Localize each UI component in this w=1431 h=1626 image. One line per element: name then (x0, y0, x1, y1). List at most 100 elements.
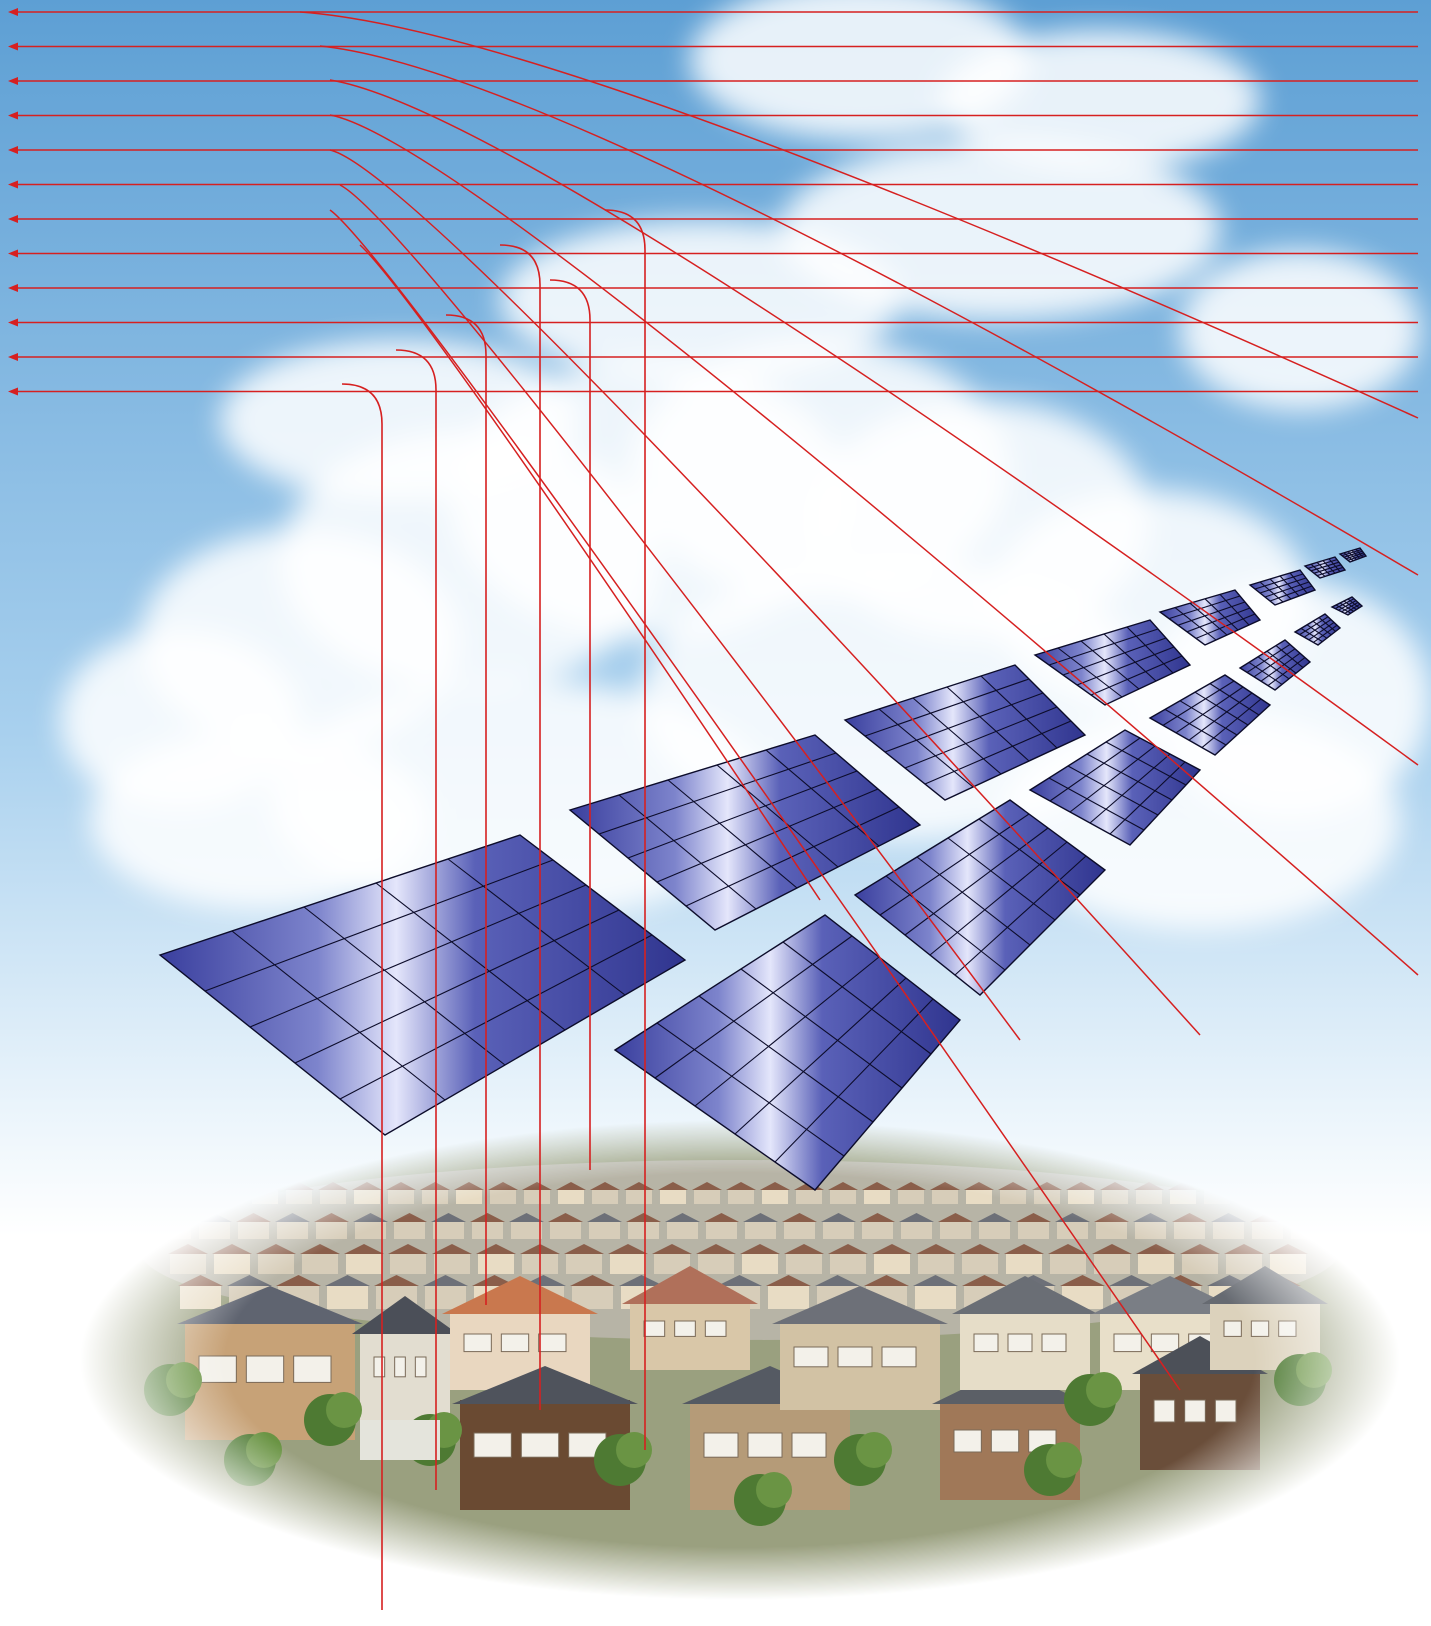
panel-cell-line (1266, 650, 1297, 674)
panel-cell-line (885, 875, 1006, 971)
distant-house (170, 1254, 206, 1274)
distant-roof (148, 1182, 178, 1190)
distant-house (511, 1222, 542, 1239)
panel-cell-line (1080, 640, 1140, 690)
panel-cell-line (231, 930, 446, 1101)
distant-roof (1004, 1244, 1044, 1254)
panel-cell-line (1186, 607, 1251, 633)
tree (246, 1432, 282, 1468)
distant-roof (548, 1213, 583, 1222)
panel-cell-line (978, 818, 1081, 896)
distant-house (184, 1190, 210, 1204)
distant-house (1238, 1190, 1264, 1204)
distant-roof (696, 1244, 736, 1254)
diagonal-wire (329, 149, 1201, 1036)
panel-cell-line (1069, 745, 1156, 813)
distant-house (160, 1222, 191, 1239)
distant-roof (256, 1244, 296, 1254)
distant-house (796, 1190, 822, 1204)
distant-house (1050, 1254, 1086, 1274)
house-roof (952, 1276, 1098, 1314)
panel-cell-line (1090, 655, 1183, 696)
distant-roof (227, 1275, 272, 1286)
distant-roof (1109, 1275, 1154, 1286)
panel-cell-line (1103, 633, 1157, 682)
town-photo-area (80, 1120, 1400, 1600)
house-window (1184, 1399, 1206, 1423)
panel-cell-line (618, 794, 757, 910)
panel-cell-line (1067, 765, 1159, 816)
tree (1296, 1352, 1332, 1388)
distant-roof (1250, 1213, 1285, 1222)
distant-roof (962, 1275, 1007, 1286)
panel-cell-line (598, 752, 837, 835)
distant-roof (431, 1213, 466, 1222)
distant-house (1102, 1190, 1128, 1204)
panel-cell-line (627, 770, 858, 859)
panel-cell-line (878, 708, 974, 788)
distant-roof (1136, 1244, 1176, 1254)
distant-roof (930, 1182, 960, 1190)
panel-cell-line (734, 977, 907, 1135)
distant-house (589, 1222, 620, 1239)
distant-house (472, 1222, 503, 1239)
distant-roof (1016, 1213, 1051, 1222)
diagonal-wire (319, 45, 1419, 576)
distant-house (1291, 1222, 1322, 1239)
distant-roof (916, 1244, 956, 1254)
panel-cell-line (1312, 620, 1332, 636)
distant-house (320, 1190, 346, 1204)
distant-roof (821, 1213, 856, 1222)
panel-cell-line (294, 909, 620, 1064)
house-window (463, 1333, 492, 1353)
vertical-drop-wire (499, 244, 541, 1410)
distant-house (434, 1254, 470, 1274)
distant-roof (325, 1275, 370, 1286)
panel-cell-line (1334, 598, 1355, 610)
distant-house (728, 1190, 754, 1204)
house-window (394, 1356, 406, 1378)
house-window (500, 1333, 530, 1353)
vertical-drop-wire (445, 314, 487, 1305)
distant-roof (717, 1275, 762, 1286)
house-window (703, 1432, 739, 1458)
distant-roof (423, 1275, 468, 1286)
distant-roof (1172, 1213, 1207, 1222)
panel-cell-line (1175, 686, 1244, 734)
distant-roof (216, 1182, 246, 1190)
distant-roof (862, 1182, 892, 1190)
distant-house (478, 1254, 514, 1274)
distant-house (490, 1190, 516, 1204)
distant-roof (1060, 1275, 1105, 1286)
panel-cell-line (1089, 753, 1171, 824)
distant-roof (619, 1275, 664, 1286)
distant-house (558, 1190, 584, 1204)
distant-roof (454, 1182, 484, 1190)
panel-cell-line (1048, 777, 1145, 831)
solar-panel (1293, 613, 1342, 646)
house-window (747, 1432, 783, 1458)
distant-roof (509, 1213, 544, 1222)
panel-surface (1158, 589, 1262, 646)
distant-house (786, 1254, 822, 1274)
distant-roof (977, 1213, 1012, 1222)
panel-cell-line (1168, 595, 1241, 620)
panel-cell-line (698, 995, 874, 1123)
distant-house (355, 1222, 386, 1239)
distant-roof (276, 1275, 321, 1286)
cloud (220, 340, 580, 500)
panel-surface (843, 664, 1087, 801)
driveway (360, 1420, 440, 1460)
wire-arrowhead (8, 387, 18, 396)
solar-panel (1028, 729, 1202, 846)
cloud (1180, 250, 1420, 410)
panel-cell-line (782, 941, 932, 1055)
distant-house (1226, 1254, 1262, 1274)
panel-cell-line (1275, 645, 1304, 669)
distant-house (1182, 1254, 1218, 1274)
panel-cell-line (1246, 643, 1291, 673)
panel-cell-line (1289, 572, 1308, 594)
panel-cell-line (447, 858, 626, 996)
diagonal-wire (329, 79, 1419, 766)
house-window (1113, 1333, 1142, 1353)
